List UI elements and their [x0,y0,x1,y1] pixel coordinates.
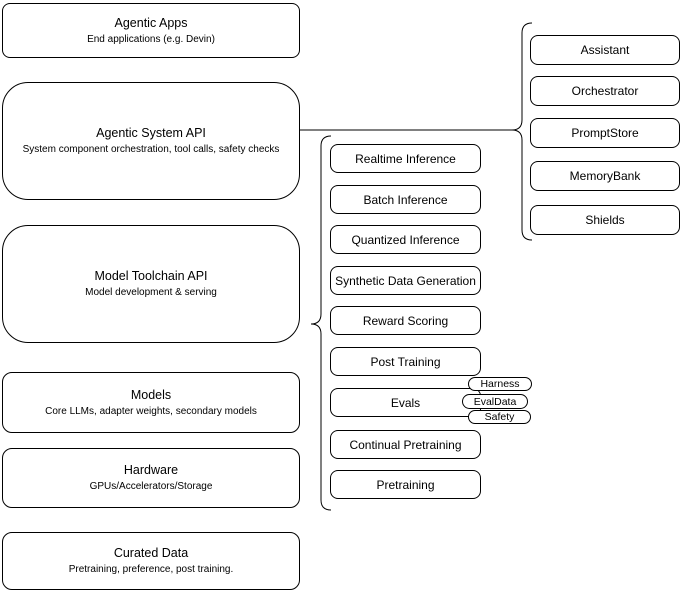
node-title: Agentic System API [96,126,206,140]
node-assistant: Assistant [530,35,680,65]
node-batch-inference: Batch Inference [330,185,481,214]
tag-safety: Safety [468,410,531,424]
node-agentic-system-api: Agentic System API System component orch… [2,82,300,200]
node-title: Hardware [123,463,179,477]
node-model-toolchain-api: Model Toolchain API Model development & … [2,225,300,343]
node-models: Models Core LLMs, adapter weights, secon… [2,372,300,433]
node-evals: Evals [330,388,481,417]
system-components-brace [511,22,533,241]
node-continual-pretraining: Continual Pretraining [330,430,481,459]
node-subtitle: Core LLMs, adapter weights, secondary mo… [45,405,257,417]
tag-harness: Harness [468,377,532,391]
node-title: Agentic Apps [114,15,188,30]
node-subtitle: Pretraining, preference, post training. [68,564,234,575]
node-shields: Shields [530,205,680,235]
tag-evaldata: EvalData [462,394,528,409]
node-reward-scoring: Reward Scoring [330,306,481,335]
node-hardware: Hardware GPUs/Accelerators/Storage [2,448,300,508]
node-title: Models [130,387,172,402]
node-agentic-apps: Agentic Apps End applications (e.g. Devi… [2,3,300,58]
node-quantized-inference: Quantized Inference [330,225,481,254]
node-title: Curated Data [113,546,189,560]
node-orchestrator: Orchestrator [530,76,680,106]
toolchain-components-brace [310,135,332,511]
node-curated-data: Curated Data Pretraining, preference, po… [2,532,300,590]
node-realtime-inference: Realtime Inference [330,144,481,173]
node-promptstore: PromptStore [530,118,680,148]
node-memorybank: MemoryBank [530,161,680,191]
node-subtitle: GPUs/Accelerators/Storage [89,481,213,492]
node-synthetic-data-generation: Synthetic Data Generation [330,266,481,295]
node-title: Model Toolchain API [94,269,208,283]
node-post-training: Post Training [330,347,481,376]
node-subtitle: System component orchestration, tool cal… [22,144,280,155]
node-subtitle: End applications (e.g. Devin) [87,33,215,45]
node-pretraining: Pretraining [330,470,481,499]
node-subtitle: Model development & serving [85,287,217,298]
